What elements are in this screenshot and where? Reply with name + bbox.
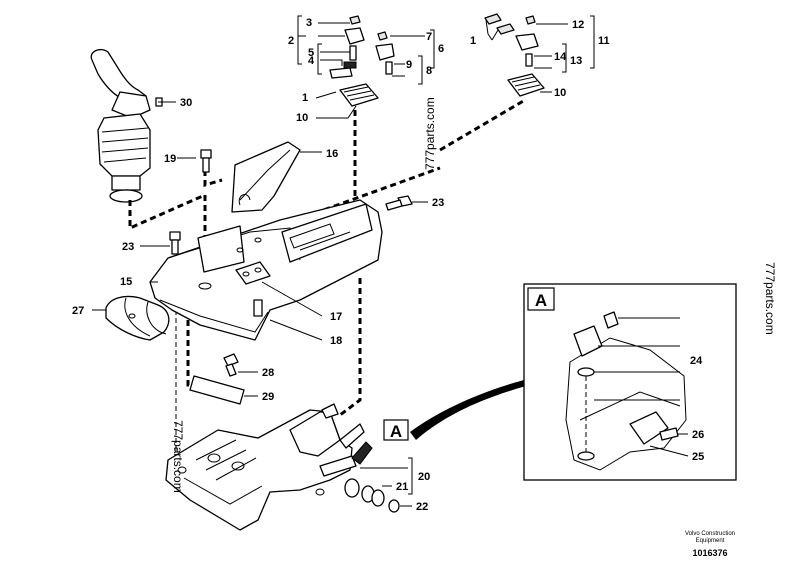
callout-2: 2: [288, 35, 294, 47]
view-a-marker: A: [351, 380, 526, 465]
callout-22: 22: [416, 501, 428, 513]
watermark-1: 777parts.com: [423, 97, 437, 170]
callout-10a: 10: [296, 112, 308, 124]
callout-28: 28: [262, 367, 274, 379]
callout-1b: 1: [470, 35, 476, 47]
bracket-17: [235, 261, 323, 317]
callout-18: 18: [330, 335, 342, 347]
detail-a-panel: A: [523, 283, 737, 481]
cover-27: [92, 295, 170, 341]
callout-6: 6: [438, 43, 444, 55]
base-bracket: [165, 403, 365, 531]
switch-group-left: [329, 15, 395, 107]
leader-lines: [158, 19, 568, 159]
callout-25: 25: [692, 451, 704, 463]
screw-23-right: [385, 195, 428, 211]
callout-19: 19: [164, 153, 176, 165]
plate-29: [189, 375, 258, 405]
callout-26: 26: [692, 429, 704, 441]
drawing-number: 1016376: [692, 548, 727, 558]
callout-23b: 23: [432, 197, 444, 209]
detail-a-label: A: [535, 291, 547, 310]
cover-16: [231, 141, 322, 213]
watermark-3: 777parts.com: [171, 420, 185, 493]
callout-29: 29: [262, 391, 274, 403]
screw-28: [223, 353, 258, 377]
screw-19: [200, 149, 212, 173]
joystick-assembly: [90, 48, 176, 203]
callout-24: 24: [690, 355, 703, 367]
assembly-paths: [128, 98, 526, 460]
callout-30: 30: [180, 97, 192, 109]
callout-labels: 3 2 5 4 1 10 7 6 9 8 1 12 11 14 13 10 30…: [72, 17, 704, 513]
callout-27: 27: [72, 305, 84, 317]
view-a-label: A: [390, 422, 402, 441]
callout-13: 13: [570, 55, 582, 67]
callout-23a: 23: [122, 241, 134, 253]
company-line-1: Volvo Construction: [685, 531, 735, 537]
callout-1a: 1: [302, 92, 308, 104]
watermarks: 777parts.com 777parts.com 777parts.com: [171, 97, 777, 492]
callout-11: 11: [598, 35, 610, 47]
callout-20: 20: [418, 471, 430, 483]
callout-21: 21: [396, 481, 408, 493]
leader-18: [269, 319, 323, 341]
callout-9: 9: [406, 59, 412, 71]
callout-7: 7: [426, 31, 432, 43]
switch-group-right: [484, 13, 545, 97]
company-line-2: Equipment: [696, 538, 725, 544]
callout-17: 17: [330, 311, 342, 323]
callout-4: 4: [308, 55, 315, 67]
callout-14: 14: [554, 51, 567, 63]
callout-15: 15: [120, 276, 132, 288]
callout-5: 5: [308, 47, 314, 59]
watermark-2: 777parts.com: [763, 262, 777, 335]
bushings-21: [344, 467, 412, 513]
footer: Volvo Construction Equipment 1016376: [685, 531, 735, 558]
callout-16: 16: [326, 148, 338, 160]
callout-12: 12: [572, 19, 584, 31]
callout-3: 3: [306, 17, 312, 29]
screw-23-left: [140, 231, 181, 255]
callout-10b: 10: [554, 87, 566, 99]
callout-8: 8: [426, 65, 432, 77]
